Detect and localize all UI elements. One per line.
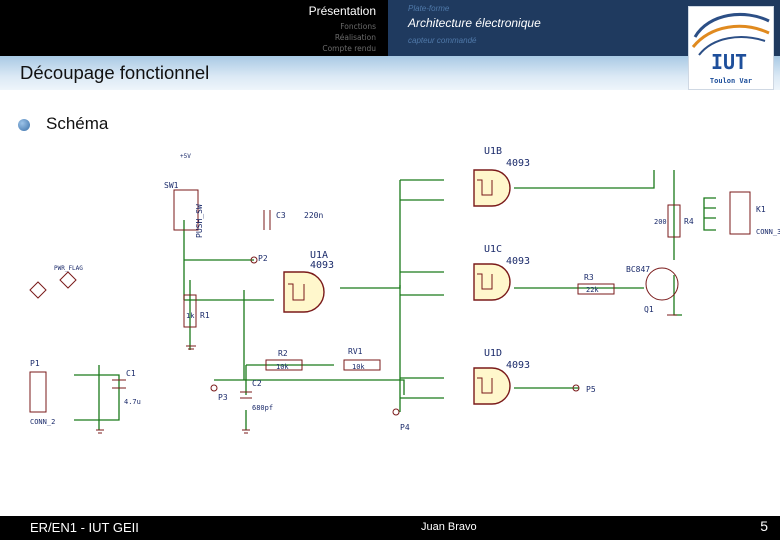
subtitle-label: capteur commandé bbox=[408, 36, 477, 45]
label-p1: P1 bbox=[30, 359, 40, 368]
label-q1: Q1 bbox=[644, 305, 654, 314]
label-rv1: RV1 bbox=[348, 347, 363, 356]
label-u1a-val: 4093 bbox=[310, 260, 334, 271]
label-r3: R3 bbox=[584, 273, 594, 282]
footer-author: Juan Bravo bbox=[421, 521, 477, 533]
iut-logo: IUT Toulon Var bbox=[688, 6, 774, 90]
footer-bar bbox=[0, 516, 780, 540]
label-r2: R2 bbox=[278, 349, 288, 358]
label-u1d: U1D bbox=[484, 348, 502, 359]
label-rv1-val: 10k bbox=[352, 363, 365, 371]
label-u1b-val: 4093 bbox=[506, 158, 530, 169]
section-title: Découpage fonctionnel bbox=[20, 62, 210, 83]
label-u1b: U1B bbox=[484, 146, 502, 157]
nav-item-realisation[interactable]: Réalisation bbox=[334, 33, 376, 42]
label-u1c: U1C bbox=[484, 244, 502, 255]
label-pwr-flag: PWR_FLAG bbox=[54, 265, 83, 272]
label-vcc: +5V bbox=[180, 153, 191, 160]
footer-course: ER/EN1 - IUT GEII bbox=[30, 520, 139, 535]
logo-caption: Toulon Var bbox=[710, 77, 752, 85]
label-c2-val: 680pf bbox=[252, 404, 273, 412]
label-c1: C1 bbox=[126, 369, 136, 378]
section-band bbox=[0, 56, 780, 90]
logo-text: IUT bbox=[711, 50, 747, 74]
label-conn2: CONN_2 bbox=[30, 418, 55, 426]
label-c1-val: 4.7u bbox=[124, 398, 141, 406]
page-number: 5 bbox=[760, 518, 768, 534]
label-c3-val: 220n bbox=[304, 211, 323, 220]
top-bar-left: Présentation Fonctions Réalisation Compt… bbox=[0, 0, 388, 56]
schematic-diagram: U1B 4093 U1C 4093 U1D 4093 U1A 4093 C3 2… bbox=[14, 140, 780, 530]
nav-item-compte-rendu[interactable]: Compte rendu bbox=[322, 44, 376, 53]
label-sw1: SW1 bbox=[164, 181, 179, 190]
platform-label: Plate-forme bbox=[408, 4, 450, 13]
label-p2: P2 bbox=[258, 254, 268, 263]
label-u1c-val: 4093 bbox=[506, 256, 530, 267]
label-r4: R4 bbox=[684, 217, 694, 226]
label-p4: P4 bbox=[400, 423, 410, 432]
label-c2: C2 bbox=[252, 379, 262, 388]
label-u1d-val: 4093 bbox=[506, 360, 530, 371]
schema-label: Schéma bbox=[46, 114, 109, 133]
bullet-icon bbox=[18, 119, 30, 131]
label-r3-val: 22k bbox=[586, 286, 599, 294]
label-k1: K1 bbox=[756, 205, 766, 214]
label-r1: R1 bbox=[200, 311, 210, 320]
label-u1a: U1A bbox=[310, 250, 328, 261]
label-r1-val: 1k bbox=[186, 312, 195, 320]
label-push: PUSH_SW bbox=[195, 204, 204, 238]
label-r4-val: 200 bbox=[654, 218, 667, 226]
nav-item-fonctions[interactable]: Fonctions bbox=[340, 22, 376, 31]
label-p3: P3 bbox=[218, 393, 228, 402]
label-c3: C3 bbox=[276, 211, 286, 220]
label-conn3: CONN_3 bbox=[756, 228, 780, 236]
label-p5: P5 bbox=[586, 385, 596, 394]
label-r2-val: 10k bbox=[276, 363, 289, 371]
nav-title[interactable]: Présentation bbox=[308, 4, 376, 18]
label-bc847: BC847 bbox=[626, 265, 650, 274]
main-title: Architecture électronique bbox=[408, 16, 541, 30]
